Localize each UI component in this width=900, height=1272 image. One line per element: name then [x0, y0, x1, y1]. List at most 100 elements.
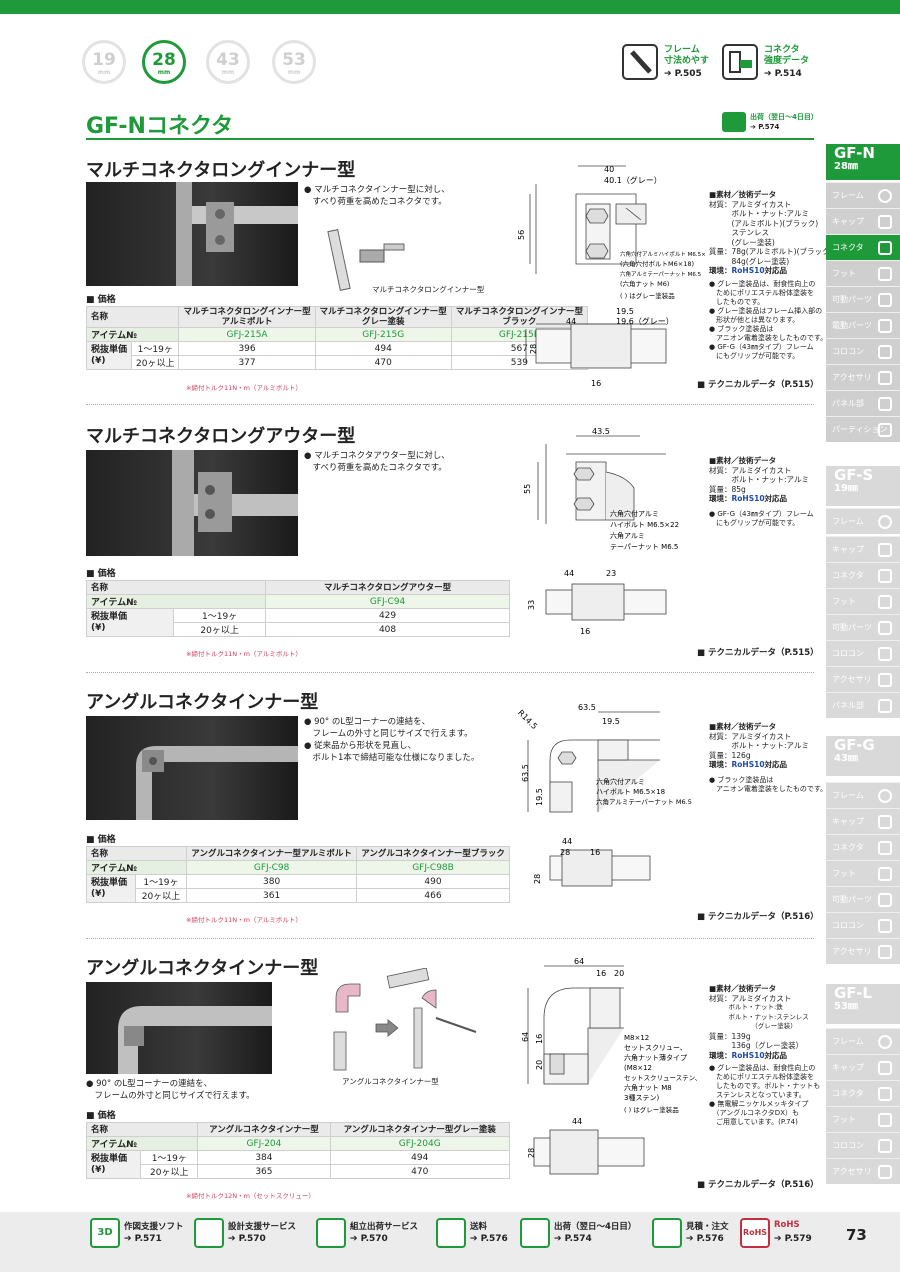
size-value: 43	[216, 50, 240, 70]
sidebar-item[interactable]: コネクタ	[826, 562, 900, 588]
accessory-icon	[878, 371, 892, 385]
sidebar-item[interactable]: 可動パーツ	[826, 286, 900, 312]
spec-line: 質量：139g	[709, 1031, 751, 1041]
sidebar-item-label: キャップ	[832, 217, 864, 226]
qty-label: 1〜19ヶ	[140, 1150, 199, 1165]
footer-link-drawing-software[interactable]: 3D 作図支援ソフト ➔ P.571	[90, 1218, 200, 1252]
sidebar-item[interactable]: パーティション	[826, 416, 900, 442]
sidebar-item[interactable]: フレーム	[826, 182, 900, 208]
spec-line: ボルト・ナット:アルミ	[709, 209, 809, 218]
sidebar-item[interactable]: フット	[826, 588, 900, 614]
spec-block: ■素材／技術データ 材質：アルミダイカスト ボルト・ナット:アルミ 質量：126…	[709, 722, 827, 794]
price-cell: 408	[265, 622, 510, 637]
rohs-icon: RoHS	[740, 1218, 770, 1248]
spec-heading: ■素材／技術データ	[709, 190, 777, 199]
sidebar-item[interactable]: コネクタ	[826, 834, 900, 860]
item-code: GFJ-215A	[178, 327, 316, 342]
dim-label: 19.6（グレー）	[616, 316, 674, 326]
sidebar-group-gf-g[interactable]: GF-G 43㎜	[826, 736, 900, 776]
sidebar-item[interactable]: フット	[826, 260, 900, 286]
sidebar-item[interactable]: コロコン	[826, 338, 900, 364]
sidebar-item[interactable]: パネル部	[826, 692, 900, 718]
footer-link-shipping-schedule[interactable]: 出荷（翌日〜4日目） ➔ P.574	[520, 1218, 646, 1252]
footer-link-design-service[interactable]: 設計支援サービス ➔ P.570	[194, 1218, 314, 1252]
sidebar-item-label: キャップ	[832, 817, 864, 826]
sidebar-item[interactable]: コロコン	[826, 1132, 900, 1158]
sidebar-item[interactable]: 可動パーツ	[826, 614, 900, 640]
sidebar-item[interactable]: キャップ	[826, 536, 900, 562]
callout: テーパーナット M6.5	[610, 543, 678, 551]
sidebar-item[interactable]: アクセサリ	[826, 666, 900, 692]
dim-label: R14.5	[516, 708, 539, 731]
connector-icon	[878, 1087, 892, 1101]
dim-label: 28	[527, 1148, 536, 1158]
product-photo	[86, 182, 298, 286]
design-icon	[194, 1218, 224, 1248]
spec-bullet: アニオン電着塗装をしたものです。	[709, 784, 828, 793]
spec-bullet: ● グレー塗装品は、耐食性向上の	[709, 279, 816, 288]
movable-parts-icon	[878, 621, 892, 635]
price-cell: 365	[197, 1164, 331, 1179]
price-label: 税抜単価 (¥)	[85, 608, 175, 637]
item-label: アイテム№	[85, 1136, 199, 1151]
sidebar-group-gf-l[interactable]: GF-L 53㎜	[826, 984, 900, 1024]
spec-line: ステンレス	[709, 228, 769, 237]
sidebar-item[interactable]: アクセサリ	[826, 364, 900, 390]
sidebar-item[interactable]: パネル部	[826, 390, 900, 416]
sidebar-group-gf-n[interactable]: GF-N 28㎜	[826, 144, 900, 180]
sidebar-item-current[interactable]: コネクタ	[826, 234, 900, 260]
sidebar-item-label: フレーム	[832, 517, 864, 526]
sidebar-item-label: 電動パーツ	[832, 321, 872, 330]
sidebar-item[interactable]: 可動パーツ	[826, 886, 900, 912]
group-mm: 53㎜	[834, 1001, 858, 1012]
dim-label: 20	[614, 969, 624, 978]
sidebar-item[interactable]: フレーム	[826, 782, 900, 808]
frame-icon	[878, 789, 892, 803]
connector-strength-link[interactable]: コネクタ 強度データ ➔ P.514	[722, 44, 822, 82]
spec-bullet: したものです。	[709, 297, 765, 306]
sidebar-item[interactable]: フット	[826, 1106, 900, 1132]
technical-data-link[interactable]: ■ テクニカルデータ（P.515）	[697, 648, 819, 658]
technical-data-link[interactable]: ■ テクニカルデータ（P.516）	[697, 912, 819, 922]
sidebar-item[interactable]: アクセサリ	[826, 938, 900, 964]
sidebar-item[interactable]: キャップ	[826, 1054, 900, 1080]
sidebar-item[interactable]: コネクタ	[826, 1080, 900, 1106]
footer-link-page: ➔ P.570	[228, 1234, 266, 1244]
dim-label: 44	[562, 837, 572, 846]
group-mm: 43㎜	[834, 753, 858, 764]
accessory-icon	[878, 945, 892, 959]
footer-link-quote-order[interactable]: 見積・注文 ➔ P.576	[652, 1218, 742, 1252]
sidebar-item-label: コロコン	[832, 921, 864, 930]
footer-link-shipping-fee[interactable]: 送料 ➔ P.576	[436, 1218, 516, 1252]
sidebar-item[interactable]: 電動パーツ	[826, 312, 900, 338]
technical-data-link[interactable]: ■ テクニカルデータ（P.515）	[697, 380, 819, 390]
sidebar-group-gf-s[interactable]: GF-S 19㎜	[826, 466, 900, 506]
column-header: マルチコネクタロングアウター型	[265, 580, 510, 595]
sidebar-item[interactable]: コロコン	[826, 912, 900, 938]
group-code: GF-N	[834, 144, 875, 162]
frame-dimension-link[interactable]: フレーム 寸法めやす ➔ P.505	[622, 44, 722, 82]
sidebar-item[interactable]: アクセサリ	[826, 1158, 900, 1184]
sidebar-item[interactable]: フレーム	[826, 508, 900, 534]
item-code: GFJ-204G	[329, 1136, 510, 1151]
sidebar-item[interactable]: フット	[826, 860, 900, 886]
sidebar-item-label: アクセサリ	[832, 373, 872, 382]
sidebar-item[interactable]: コロコン	[826, 640, 900, 666]
sidebar-item[interactable]: キャップ	[826, 208, 900, 234]
price-cell: 470	[314, 355, 452, 370]
sidebar-item[interactable]: キャップ	[826, 808, 900, 834]
technical-data-link[interactable]: ■ テクニカルデータ（P.516）	[697, 1180, 819, 1190]
dim-label: 23	[606, 569, 616, 578]
spec-bullet: ● ブラック塗装品は	[709, 775, 774, 784]
footer-link-rohs[interactable]: RoHS RoHS ➔ P.579	[740, 1218, 830, 1252]
rohs-line: 環境：RoHS10対応品	[709, 760, 827, 770]
spec-bullet: ● GF-G（43㎜タイプ）フレーム	[709, 342, 814, 351]
footer-link-assembly-service[interactable]: 組立出荷サービス ➔ P.570	[316, 1218, 436, 1252]
spec-bullet: ためにポリエステル粉体塗装を	[709, 1073, 814, 1081]
sidebar-item[interactable]: フレーム	[826, 1028, 900, 1054]
dim-label: 40.1（グレー）	[604, 175, 662, 185]
